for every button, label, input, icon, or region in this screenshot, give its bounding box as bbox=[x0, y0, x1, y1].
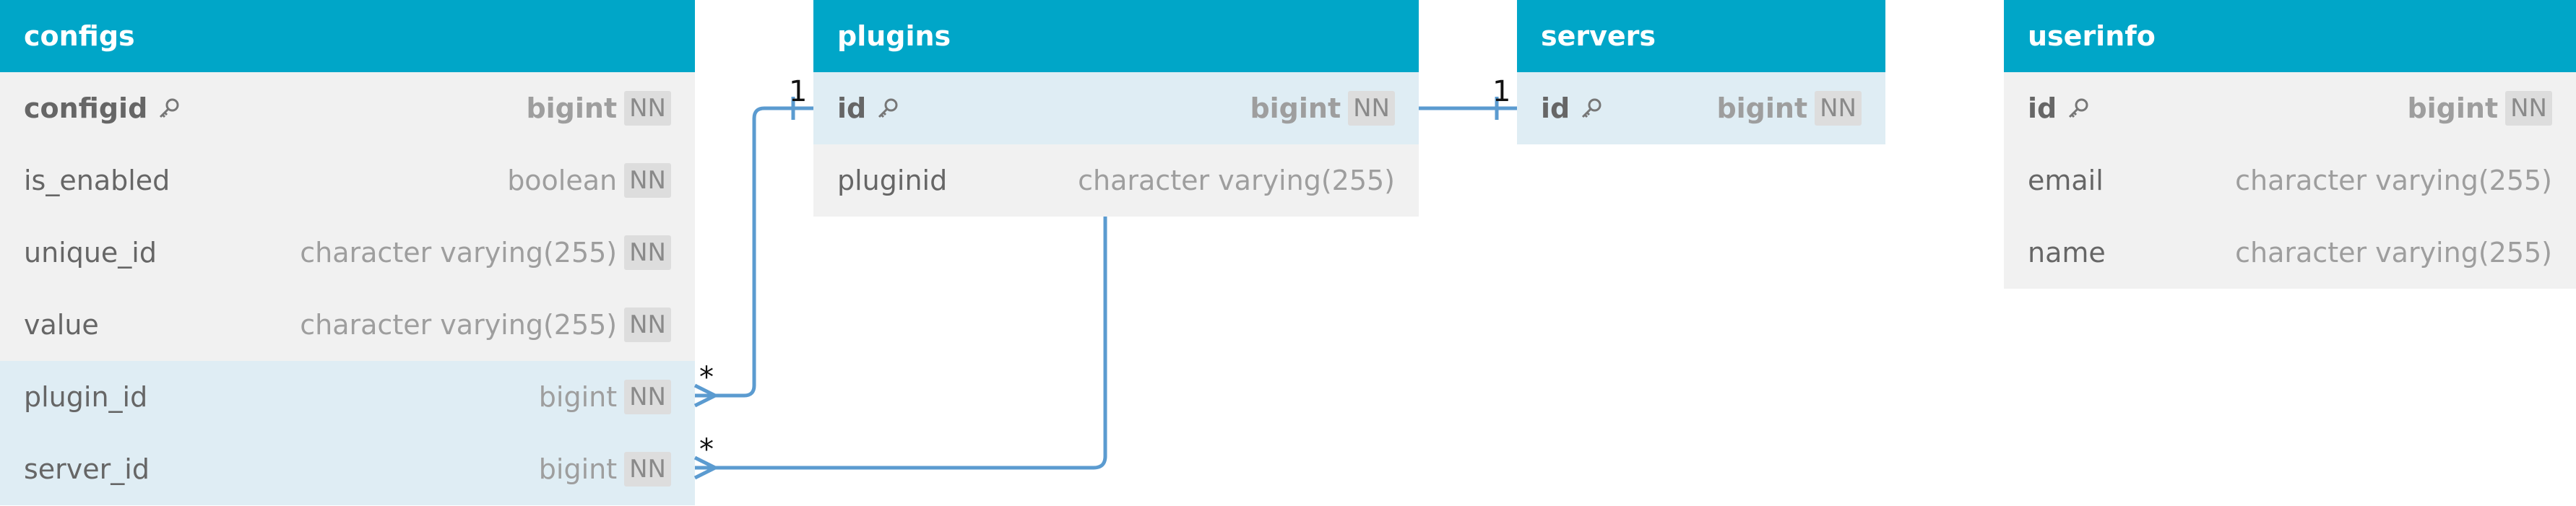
column-type: bigint bbox=[1250, 92, 1341, 124]
column-name: server_id bbox=[24, 453, 150, 485]
not-null-badge: NN bbox=[624, 91, 671, 126]
table-row[interactable]: name character varying(255) bbox=[2004, 217, 2576, 289]
table-row[interactable]: pluginid character varying(255) bbox=[813, 144, 1419, 217]
table-title: servers bbox=[1541, 20, 1656, 52]
column-name: id bbox=[1541, 92, 1604, 124]
table-row[interactable]: server_id bigint NN bbox=[0, 433, 695, 505]
cardinality-label: * bbox=[699, 361, 714, 394]
column-name: name bbox=[2028, 237, 2106, 269]
key-icon bbox=[1578, 95, 1604, 121]
column-name: is_enabled bbox=[24, 165, 170, 196]
table-userinfo[interactable]: userinfo id bigint NN email character va… bbox=[2004, 0, 2576, 289]
not-null-badge: NN bbox=[624, 380, 671, 414]
column-name: id bbox=[837, 92, 901, 124]
table-servers[interactable]: servers id bigint NN bbox=[1517, 0, 1885, 144]
relation-server-id[interactable]: * 1 bbox=[693, 75, 1517, 480]
table-row[interactable]: is_enabled boolean NN bbox=[0, 144, 695, 217]
table-header[interactable]: userinfo bbox=[2004, 0, 2576, 72]
not-null-badge: NN bbox=[1815, 91, 1862, 126]
key-icon bbox=[156, 95, 182, 121]
relation-plugin-id[interactable]: * 1 bbox=[693, 75, 813, 408]
table-row[interactable]: email character varying(255) bbox=[2004, 144, 2576, 217]
column-type: character varying(255) bbox=[300, 237, 618, 269]
table-row[interactable]: id bigint NN bbox=[2004, 72, 2576, 144]
not-null-badge: NN bbox=[624, 307, 671, 342]
column-type: character varying(255) bbox=[2235, 165, 2552, 196]
column-type: bigint bbox=[2407, 92, 2499, 124]
column-type: boolean bbox=[507, 165, 618, 196]
not-null-badge: NN bbox=[624, 452, 671, 487]
table-row[interactable]: plugin_id bigint NN bbox=[0, 361, 695, 433]
cardinality-label: * bbox=[699, 433, 714, 466]
not-null-badge: NN bbox=[2505, 91, 2552, 126]
column-type: character varying(255) bbox=[300, 309, 618, 341]
table-row[interactable]: configid bigint NN bbox=[0, 72, 695, 144]
table-row[interactable]: id bigint NN bbox=[813, 72, 1419, 144]
table-plugins[interactable]: plugins id bigint NN pluginid character … bbox=[813, 0, 1419, 217]
column-type: character varying(255) bbox=[2235, 237, 2552, 269]
table-row[interactable]: id bigint NN bbox=[1517, 72, 1885, 144]
column-name: plugin_id bbox=[24, 381, 148, 413]
table-header[interactable]: servers bbox=[1517, 0, 1885, 72]
not-null-badge: NN bbox=[1348, 91, 1395, 126]
key-icon bbox=[2065, 95, 2091, 121]
table-title: configs bbox=[24, 20, 135, 52]
table-header[interactable]: configs bbox=[0, 0, 695, 72]
column-type: character varying(255) bbox=[1078, 165, 1395, 196]
not-null-badge: NN bbox=[624, 163, 671, 198]
column-name: unique_id bbox=[24, 237, 157, 269]
table-row[interactable]: value character varying(255) NN bbox=[0, 289, 695, 361]
column-type: bigint bbox=[1716, 92, 1808, 124]
column-type: bigint bbox=[526, 92, 618, 124]
table-header[interactable]: plugins bbox=[813, 0, 1419, 72]
not-null-badge: NN bbox=[624, 235, 671, 270]
column-name: pluginid bbox=[837, 165, 948, 196]
cardinality-label: 1 bbox=[1492, 75, 1510, 108]
table-title: plugins bbox=[837, 20, 951, 52]
column-name: value bbox=[24, 309, 99, 341]
many-arrow-icon bbox=[693, 383, 719, 408]
many-arrow-icon bbox=[693, 455, 719, 480]
table-title: userinfo bbox=[2028, 20, 2156, 52]
table-configs[interactable]: configs configid bigint NN is_enabled bo… bbox=[0, 0, 695, 505]
key-icon bbox=[875, 95, 901, 121]
table-row[interactable]: unique_id character varying(255) NN bbox=[0, 217, 695, 289]
column-name: id bbox=[2028, 92, 2091, 124]
cardinality-label: 1 bbox=[789, 75, 807, 108]
column-name: email bbox=[2028, 165, 2104, 196]
column-type: bigint bbox=[538, 453, 618, 485]
column-name: configid bbox=[24, 92, 182, 124]
column-type: bigint bbox=[538, 381, 618, 413]
